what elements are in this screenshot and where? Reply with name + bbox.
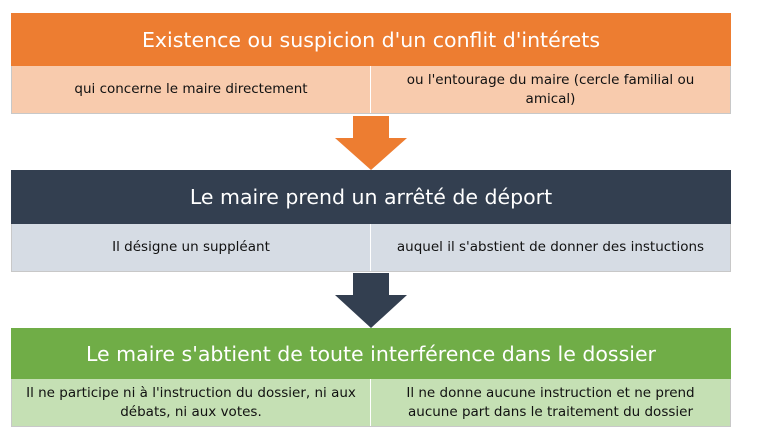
step-3-detail-right: Il ne donne aucune instruction et ne pre… — [370, 379, 730, 426]
step-2-detail-left: Il désigne un suppléant — [12, 224, 370, 271]
step-3-detail-left: Il ne participe ni à l'instruction du do… — [12, 379, 370, 426]
step-1-detail-left: qui concerne le maire directement — [12, 66, 370, 113]
step-1-header: Existence ou suspicion d'un conflit d'in… — [11, 13, 731, 66]
arrow-down-1-shape — [335, 116, 407, 170]
arrow-down-2 — [335, 273, 407, 328]
step-2-header: Le maire prend un arrêté de déport — [11, 170, 731, 224]
step-2-detail-right: auquel il s'abstient de donner des instu… — [370, 224, 730, 271]
step-2-details: Il désigne un suppléant auquel il s'abst… — [11, 224, 731, 272]
step-3-title: Le maire s'abtient de toute interférence… — [85, 341, 656, 366]
step-1-detail-right: ou l'entourage du maire (cercle familial… — [370, 66, 730, 113]
arrow-down-1 — [335, 116, 407, 170]
step-2-title: Le maire prend un arrêté de déport — [189, 185, 553, 209]
step-1-details: qui concerne le maire directement ou l'e… — [11, 66, 731, 114]
step-1-title: Existence ou suspicion d'un conflit d'in… — [141, 27, 601, 52]
arrow-down-2-shape — [335, 273, 407, 328]
step-3-header: Le maire s'abtient de toute interférence… — [11, 328, 731, 379]
step-3-details: Il ne participe ni à l'instruction du do… — [11, 379, 731, 427]
